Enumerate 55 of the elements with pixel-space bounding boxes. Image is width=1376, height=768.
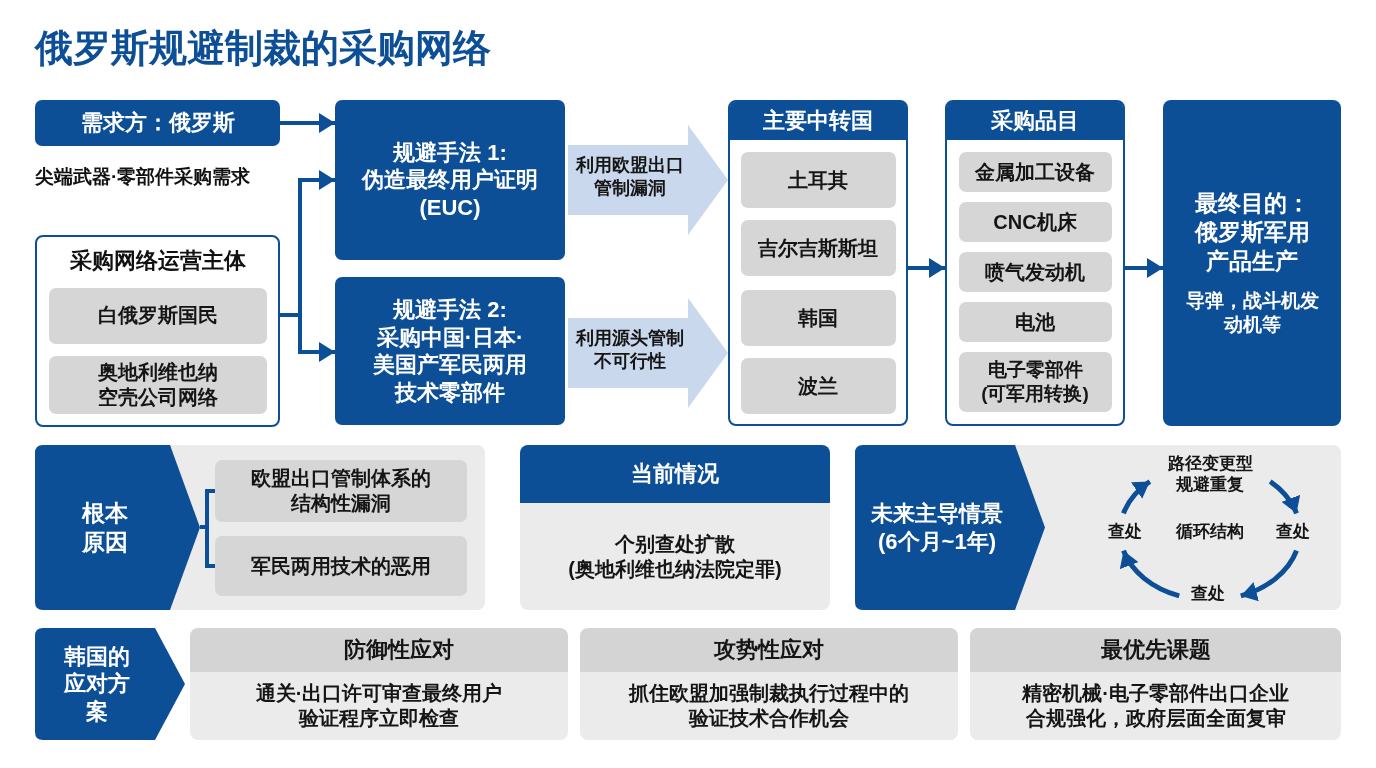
goal-title: 最终目的：俄罗斯军用产品生产 bbox=[1193, 189, 1311, 276]
card-heading: 攻势性应对 bbox=[580, 628, 958, 672]
card-heading: 防御性应对 bbox=[190, 628, 568, 672]
process-box: 需求方：俄罗斯 bbox=[35, 100, 280, 146]
item-box: 白俄罗斯国民 bbox=[48, 287, 267, 344]
item-box: 土耳其 bbox=[740, 152, 896, 208]
item-box: 金属加工设备 bbox=[958, 152, 1112, 192]
step-label: 查处 bbox=[1183, 580, 1233, 608]
item-box: 吉尔吉斯斯坦 bbox=[740, 220, 896, 276]
card-text: 通关·出口许可审查最终用户验证程序立即检查 bbox=[190, 672, 568, 740]
arrow bbox=[908, 258, 945, 278]
card-text: 抓住欧盟加强制裁执行过程中的验证技术合作机会 bbox=[580, 672, 958, 740]
block-arrow bbox=[568, 298, 728, 408]
process-box: 规避手法 1: 伪造最终用户证明 (EUC) bbox=[335, 100, 565, 260]
chevron-box: 未来主导情景 (6个月~1年) bbox=[855, 445, 1045, 610]
item-box: 电子零部件 (可军用转换) bbox=[958, 352, 1112, 412]
panel-header: 当前情况 bbox=[520, 445, 830, 503]
step-label: 查处 bbox=[1268, 518, 1318, 546]
group-panel bbox=[35, 235, 280, 427]
arrow bbox=[1125, 258, 1163, 278]
page-title: 俄罗斯规避制裁的采购网络 bbox=[35, 26, 491, 71]
arrow bbox=[1268, 479, 1299, 515]
center-label: 循环结构 bbox=[1175, 521, 1245, 543]
step-label: 路径变更型规避重复 bbox=[1152, 450, 1268, 498]
arrow bbox=[1121, 479, 1152, 515]
card-heading: 最优先课题 bbox=[970, 628, 1341, 672]
arrow bbox=[1121, 549, 1180, 599]
list-panel bbox=[728, 100, 908, 426]
item-box: 军民两用技术的恶用 bbox=[215, 536, 467, 596]
item-box: 波兰 bbox=[740, 358, 896, 414]
item-box: 韩国 bbox=[740, 290, 896, 346]
edge-label: 利用源头管制不可行性 bbox=[574, 327, 685, 374]
card-text: 精密机械·电子零部件出口企业合规强化，政府层面全面复审 bbox=[970, 672, 1341, 740]
item-box: CNC机床 bbox=[958, 202, 1112, 242]
note-text: 尖端武器·零部件采购需求 bbox=[35, 165, 251, 189]
item-box: 电池 bbox=[958, 302, 1112, 342]
process-box: 规避手法 2: 采购中国·日本·美国产军民两用技术零部件 bbox=[335, 277, 565, 425]
bracket-line bbox=[200, 525, 215, 568]
chevron-box: 韩国的应对方案 bbox=[35, 628, 185, 740]
goal-box bbox=[1163, 100, 1341, 426]
item-box: 喷气发动机 bbox=[958, 252, 1112, 292]
arrow bbox=[280, 113, 335, 133]
arrow bbox=[1240, 549, 1299, 601]
list-panel bbox=[945, 100, 1125, 426]
goal-examples: 导弹，战斗机发动机等 bbox=[1184, 289, 1320, 337]
item-box: 奥地利维也纳空壳公司网络 bbox=[48, 355, 267, 414]
chevron-box: 根本原因 bbox=[35, 445, 200, 610]
panel-header: 主要中转国 bbox=[730, 102, 906, 140]
edge-label: 利用欧盟出口管制漏洞 bbox=[574, 154, 685, 201]
panel-body: 个别查处扩散 (奥地利维也纳法院定罪) bbox=[520, 503, 830, 610]
step-label: 查处 bbox=[1100, 518, 1150, 546]
item-box: 欧盟出口管制体系的结构性漏洞 bbox=[215, 460, 467, 522]
panel-heading: 采购网络运营主体 bbox=[69, 247, 246, 275]
block-arrow bbox=[568, 125, 728, 235]
panel-header: 采购品目 bbox=[947, 102, 1123, 140]
